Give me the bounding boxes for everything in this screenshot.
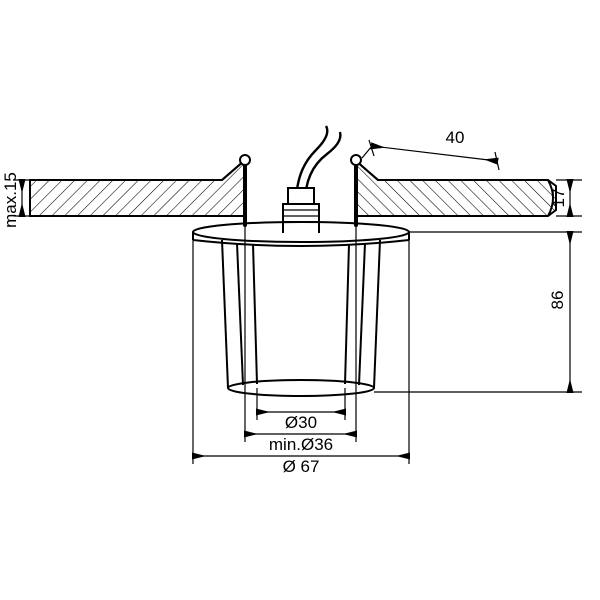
dim-label-flange-height: 17: [549, 189, 568, 208]
dimension-flange-height: 17: [549, 178, 582, 218]
dimension-ceiling-thickness: max.15: [1, 172, 35, 228]
lamp-socket: [282, 187, 320, 223]
dimension-total-depth: 86: [374, 230, 582, 394]
dim-label-total-depth: 86: [548, 291, 567, 310]
dim-label-flange-angle: 40: [446, 128, 465, 147]
dim-label-lamp-aperture: Ø30: [285, 413, 317, 432]
dim-label-outer-diameter: Ø 67: [283, 457, 320, 476]
ceiling-right-section: [354, 157, 557, 217]
fixture-body: [192, 221, 410, 397]
spring-clip-right: [350, 154, 362, 227]
ceiling-left-section: [29, 157, 246, 217]
dimension-flange-angle: 40: [361, 128, 500, 171]
dimension-lamp-aperture: Ø30: [255, 388, 347, 432]
dimension-cutout-min: min.Ø36: [243, 225, 358, 454]
dim-label-cutout-min: min.Ø36: [269, 435, 333, 454]
spring-clip-left: [239, 154, 251, 227]
dim-label-ceiling-thickness: max.15: [1, 172, 20, 228]
dimension-outer-diameter: Ø 67: [191, 240, 411, 476]
lead-wires: [294, 125, 342, 206]
